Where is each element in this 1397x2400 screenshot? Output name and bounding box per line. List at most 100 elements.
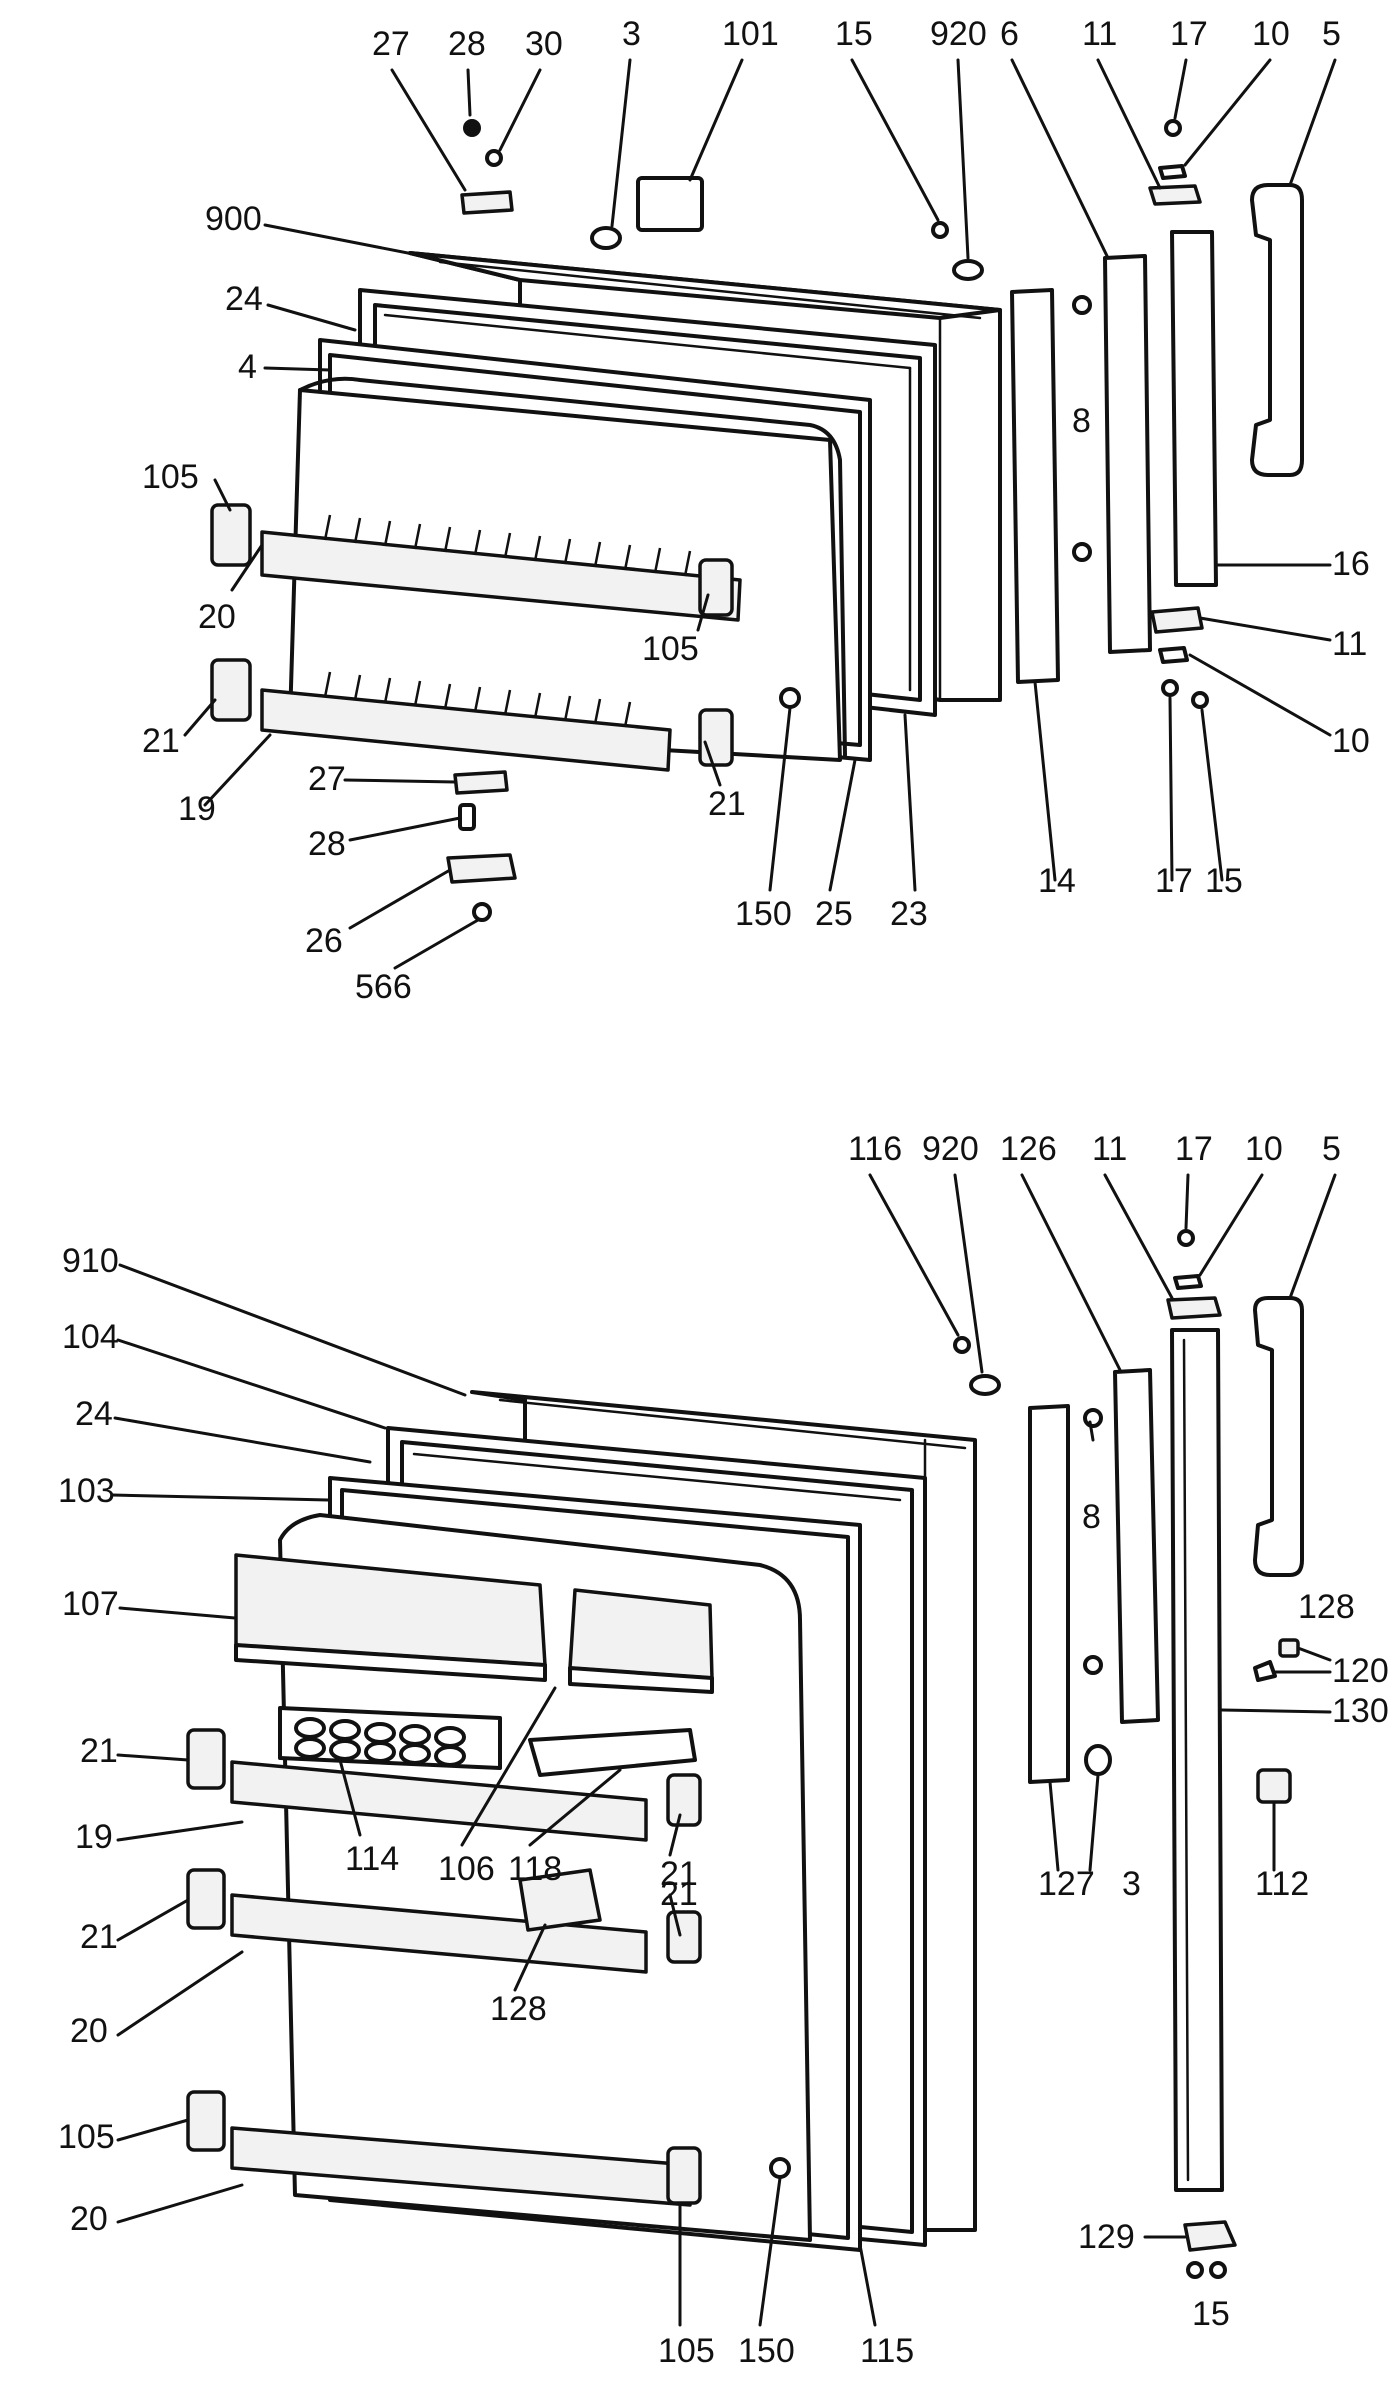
label: 15	[835, 15, 873, 53]
label: 114	[345, 1840, 399, 1878]
label: 19	[75, 1818, 113, 1856]
label: 115	[860, 2332, 914, 2370]
label: 17	[1175, 1130, 1213, 1168]
label: 24	[75, 1395, 113, 1433]
screw-17-bottom-assy	[1177, 1229, 1195, 1247]
screw-150-bottom	[769, 2157, 791, 2179]
label: 128	[490, 1990, 547, 2028]
shim-10-bottom	[1158, 646, 1189, 664]
screw-28-top	[463, 119, 481, 137]
label: 10	[1332, 722, 1370, 760]
door-shelf-19	[230, 1760, 648, 1842]
handle-trim-16	[1170, 230, 1218, 587]
label: 10	[1252, 15, 1290, 53]
label: 21	[142, 722, 180, 760]
leader-lines-top	[183, 58, 1337, 970]
label: 104	[62, 1318, 119, 1356]
hinge-plate-26	[446, 853, 517, 884]
label: 150	[738, 2332, 795, 2370]
screw-8-lower	[1072, 542, 1092, 562]
label: 16	[1332, 545, 1370, 583]
screw-150	[779, 687, 801, 709]
label: 11	[1332, 625, 1367, 663]
handle-5-bottom	[1253, 1296, 1304, 1577]
label: 116	[848, 1130, 902, 1168]
cam-112	[1256, 1768, 1292, 1804]
label: 21	[660, 1875, 698, 1913]
label: 25	[815, 895, 853, 933]
bushing-3-bottom	[1084, 1744, 1112, 1776]
label: 17	[1170, 15, 1208, 53]
shelf-support-105-left	[186, 2090, 226, 2152]
screw-30	[485, 149, 503, 167]
egg-tray-114	[278, 1706, 502, 1770]
label: 105	[142, 458, 199, 496]
hinge-bar-126	[1113, 1368, 1160, 1724]
hinge-cover-11-bottom-assy	[1166, 1296, 1222, 1320]
bracket-128-inner	[518, 1868, 602, 1932]
label: 27	[308, 760, 346, 798]
label: 112	[1255, 1865, 1309, 1903]
bushing-3-top	[590, 226, 622, 250]
label: 21	[80, 1918, 118, 1956]
label: 120	[1332, 1652, 1389, 1690]
pin-28-bottom	[458, 803, 476, 831]
label: 11	[1092, 1130, 1127, 1168]
label: 107	[62, 1585, 119, 1623]
label: 19	[178, 790, 216, 828]
screw-15-top	[931, 221, 949, 239]
door-shelf-lower	[260, 671, 672, 772]
door-shelf-20-bottom	[230, 2126, 692, 2207]
screw-566	[472, 902, 492, 922]
label: 15	[1192, 2295, 1230, 2333]
butter-door-106-rim	[568, 1666, 714, 1694]
label: 21	[708, 785, 746, 823]
label: 24	[225, 280, 263, 318]
shim-10-bottom-assy	[1173, 1274, 1203, 1290]
label: 105	[658, 2332, 715, 2370]
handle-5	[1250, 183, 1304, 477]
label: 130	[1332, 1692, 1389, 1730]
shelf-support-21-left-middle	[186, 1868, 226, 1930]
label: 10	[1245, 1130, 1283, 1168]
label: 28	[308, 825, 346, 863]
label: 5	[1322, 1130, 1341, 1168]
label: 27	[372, 25, 410, 63]
handle-trim-130	[1170, 1328, 1224, 2192]
label: 14	[1038, 862, 1076, 900]
label: 920	[930, 15, 987, 53]
label: 6	[1000, 15, 1019, 53]
label: 128	[1298, 1588, 1355, 1626]
screw-15-bottom	[1191, 691, 1209, 709]
screw-15-right	[1209, 2261, 1227, 2279]
hinge-cover-11-top	[1148, 184, 1202, 206]
shelf-support-21-left-upper	[186, 1728, 226, 1790]
label: 17	[1155, 862, 1193, 900]
butter-door-106	[568, 1588, 714, 1680]
label: 5	[1322, 15, 1341, 53]
door-stop-14	[1010, 288, 1060, 684]
label: 8	[1072, 402, 1091, 440]
part-labels-top: 27 28 30 3 101 15 920 6 11 17 10 5 900 2…	[142, 15, 1370, 1006]
label: 910	[62, 1242, 119, 1280]
label: 28	[448, 25, 486, 63]
hinge-27-bottom	[453, 770, 509, 795]
label: 103	[58, 1472, 115, 1510]
shelf-support-21-left	[210, 658, 252, 722]
hinge-129	[1183, 2220, 1237, 2252]
shelf-support-21-right	[698, 708, 734, 767]
shelf-support-21-right-upper	[666, 1773, 702, 1827]
fresh-food-door-assembly: 116 920 126 11 17 10 5 910 104 24 103 10…	[58, 1130, 1389, 2370]
screw-8-upper	[1083, 1408, 1103, 1428]
tray-118	[528, 1728, 697, 1777]
door-shelf-20-middle	[230, 1893, 648, 1974]
screw-17-bottom	[1161, 679, 1179, 697]
label: 30	[525, 25, 563, 63]
screw-120	[1253, 1660, 1277, 1682]
clip-128	[1278, 1638, 1300, 1658]
door-stop-127	[1028, 1404, 1070, 1784]
screw-116	[953, 1336, 971, 1354]
leader-lines-bottom	[110, 1173, 1337, 2327]
label: 105	[58, 2118, 115, 2156]
